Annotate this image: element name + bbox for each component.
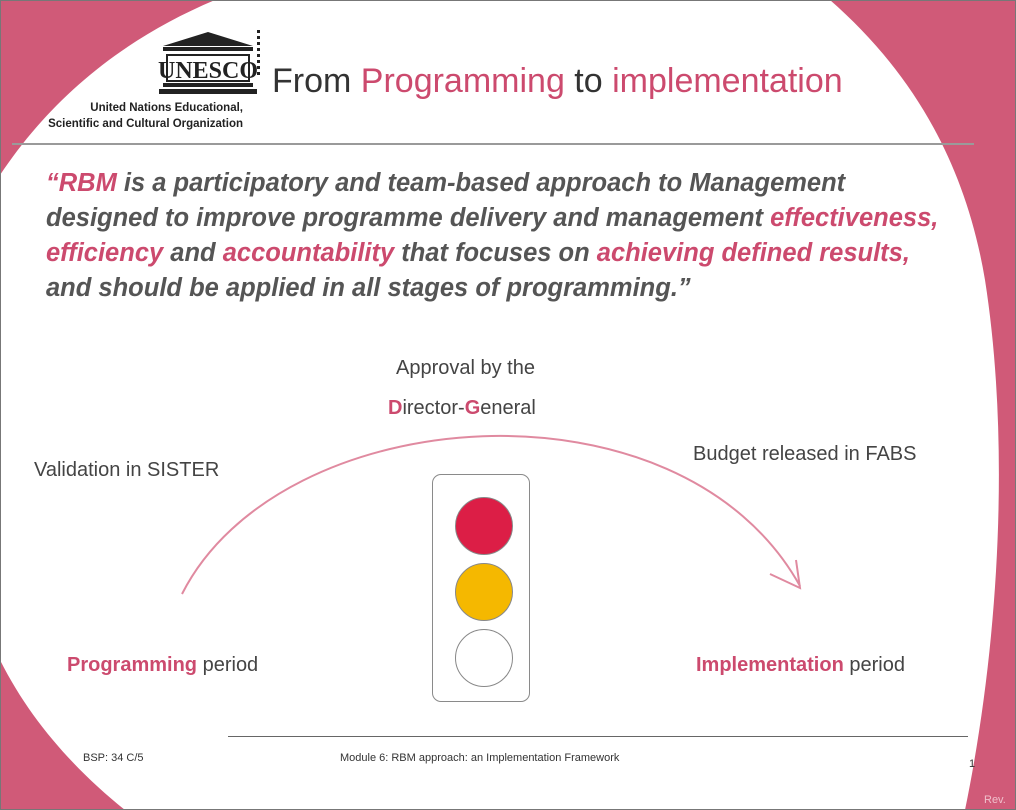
dg-text-irector: irector- — [402, 397, 465, 419]
quote-effectiveness-efficiency: effectiveness, efficiency — [46, 204, 939, 267]
quote-text-3: that focuses on — [394, 239, 597, 267]
footer-left-text: BSP: 34 C/5 — [83, 752, 144, 764]
implementation-bold: Implementation — [696, 654, 844, 676]
page-number: 1 — [969, 758, 976, 770]
page-title: From Programming to implementation — [272, 62, 843, 101]
implementation-period-label: Implementation period — [696, 654, 905, 677]
org-name-line1: United Nations Educational, — [90, 102, 243, 114]
quote-achieving-results: achieving defined results, — [596, 239, 910, 267]
title-text-programming: Programming — [360, 62, 565, 100]
revision-label: Rev. — [984, 794, 1006, 806]
footer-divider — [228, 736, 968, 737]
amber-light-icon — [455, 563, 513, 621]
programming-period-text: period — [197, 654, 259, 676]
pink-corner-top-left — [0, 0, 215, 175]
unesco-temple-icon: UNESCO — [158, 30, 260, 94]
dg-text-eneral: eneral — [480, 397, 536, 419]
implementation-period-text: period — [843, 654, 905, 676]
quote-text-1: is a participatory and team-based approa… — [46, 169, 846, 232]
quote-rbm: “RBM — [46, 169, 117, 197]
title-text-implementation: implementation — [612, 62, 843, 100]
logo-word: UNESCO — [158, 58, 258, 84]
title-text-to: to — [564, 62, 613, 100]
title-divider — [12, 143, 974, 145]
approval-label: Approval by the — [396, 357, 535, 379]
dg-letter-d: D — [388, 397, 403, 419]
quote-text-2: and — [163, 239, 223, 267]
traffic-light-icon — [432, 474, 530, 702]
director-general-label: Director-General — [388, 397, 536, 420]
title-text-from: From — [272, 62, 361, 100]
budget-label: Budget released in FABS — [693, 443, 917, 465]
quote-accountability: accountability — [222, 239, 395, 267]
rbm-quote: “RBM is a participatory and team-based a… — [46, 166, 946, 306]
pink-corner-bottom-left — [0, 660, 125, 810]
footer-center-text: Module 6: RBM approach: an Implementatio… — [340, 752, 620, 764]
pink-corner-top-right — [830, 0, 1016, 810]
white-light-icon — [455, 629, 513, 687]
quote-text-4: and should be applied in all stages of p… — [46, 274, 691, 302]
validation-label: Validation in SISTER — [34, 459, 220, 481]
red-light-icon — [455, 497, 513, 555]
org-name-line2: Scientific and Cultural Organization — [48, 118, 243, 130]
unesco-logo: UNESCO United Nations Educational, Scien… — [8, 30, 260, 135]
programming-period-label: Programming period — [67, 654, 258, 677]
dg-letter-g: G — [464, 397, 481, 419]
programming-bold: Programming — [67, 654, 198, 676]
